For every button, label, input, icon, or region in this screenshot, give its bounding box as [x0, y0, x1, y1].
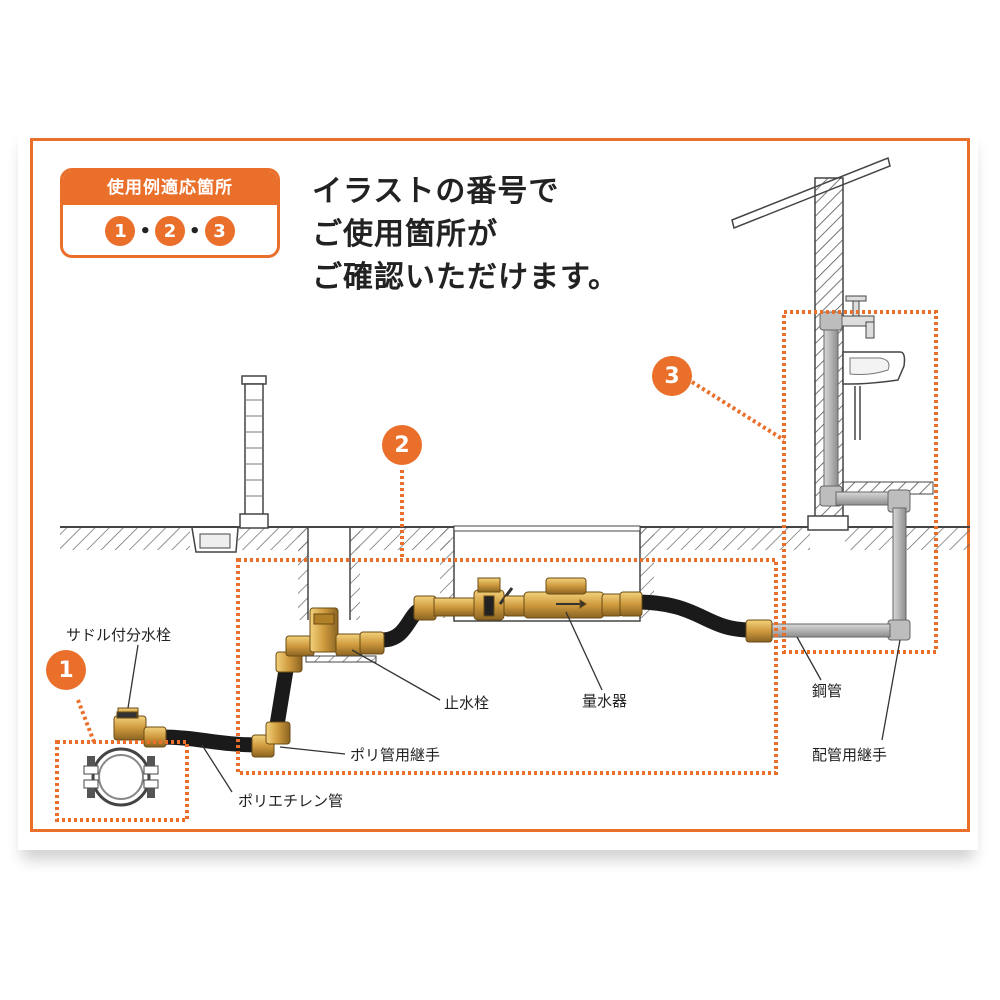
headline-line-3: ご確認いただけます。: [312, 260, 619, 295]
applicable-locations-badge: 使用例適応箇所 1 • 2 • 3: [60, 168, 280, 258]
highlight-area-1: [55, 740, 189, 822]
location-marker-1: 1: [46, 650, 86, 690]
badge-number-2: 2: [155, 216, 185, 246]
label-poly-pipe-joint: ポリ管用継手: [350, 746, 441, 764]
label-polyethylene-pipe: ポリエチレン管: [238, 792, 344, 810]
drain-gutter: [191, 527, 239, 553]
orange-frame: [30, 138, 970, 832]
headline-line-2: ご使用箇所が: [312, 217, 498, 252]
badge-separator: •: [189, 220, 201, 242]
sink: [841, 295, 906, 440]
label-water-meter: 量水器: [582, 692, 628, 710]
badge-separator: •: [139, 220, 151, 242]
location-marker-2: 2: [382, 425, 422, 465]
location-marker-3: 3: [652, 356, 692, 396]
steel-pipe: [771, 311, 911, 641]
polyethylene-pipe: [152, 594, 758, 753]
badge-number-3: 3: [204, 216, 235, 246]
label-steel-pipe: 鋼管: [812, 682, 843, 700]
badge-title: 使用例適応箇所: [63, 171, 277, 205]
highlight-areas: [55, 310, 938, 822]
leader-lines: [127, 611, 901, 793]
highlight-area-2: [236, 558, 778, 775]
badge-numbers: 1 • 2 • 3: [63, 205, 277, 255]
headline-line-1: イラストの番号で: [312, 174, 560, 209]
vent-pipe: [239, 375, 269, 529]
brass-fittings: [113, 577, 773, 758]
label-saddle-tap: サドル付分水栓: [66, 626, 172, 644]
label-pipe-joint: 配管用継手: [812, 746, 888, 764]
headline: イラストの番号で ご使用箇所が ご確認いただけます。: [312, 170, 642, 299]
badge-number-1: 1: [105, 216, 136, 246]
water-main-saddle: [83, 747, 159, 807]
label-stop-valve: 止水栓: [444, 694, 490, 712]
